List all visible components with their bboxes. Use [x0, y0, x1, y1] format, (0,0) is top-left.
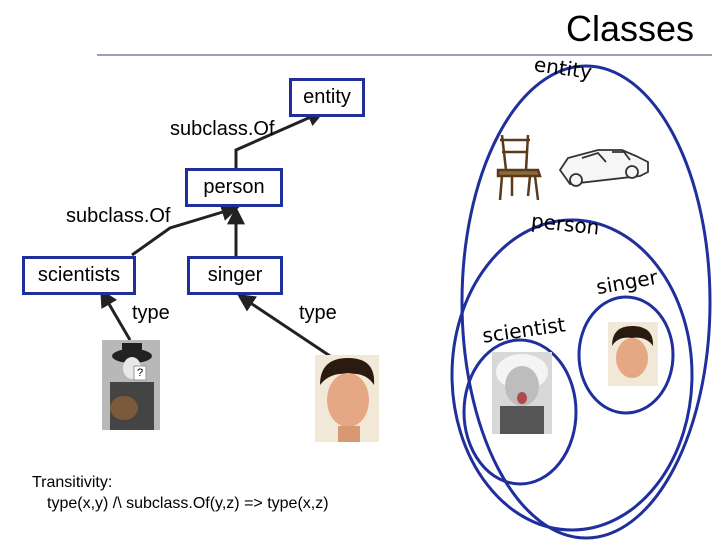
- edge-label-type-right: type: [299, 302, 337, 324]
- title-rule: [97, 54, 712, 56]
- arrow-type-right: [237, 294, 331, 358]
- ellipse-singer: [577, 295, 675, 415]
- class-box-person: person: [185, 168, 283, 207]
- class-box-entity: entity: [289, 78, 365, 117]
- arrow-person-to-entity: [234, 109, 326, 175]
- note-heading: Transitivity:: [32, 474, 113, 491]
- class-box-singer: singer: [187, 256, 283, 295]
- edge-label-type-left: type: [132, 302, 170, 324]
- edge-label-subclass-person-entity: subclass.Of: [170, 118, 275, 140]
- ellipse-person: [450, 218, 694, 532]
- guitarist-portrait: [102, 340, 160, 430]
- class-box-scientists: scientists: [22, 256, 136, 295]
- ellipse-entity: [460, 64, 712, 540]
- elvis-portrait-right: [608, 322, 658, 386]
- chair-icon: [496, 134, 542, 201]
- ellipse-scientist: [462, 338, 578, 486]
- edge-label-subclass-scientists-person: subclass.Of: [66, 205, 171, 227]
- unknown-type-mark: ?: [137, 367, 144, 379]
- note-rule: type(x,y) /\ subclass.Of(y,z) => type(x,…: [47, 495, 329, 512]
- einstein-portrait: [492, 352, 552, 434]
- arrow-scientists-to-person: [131, 203, 240, 257]
- elvis-portrait-left: [315, 355, 379, 442]
- arrow-type-left: [100, 288, 132, 341]
- transitivity-note: Transitivity: type(x,y) /\ subclass.Of(y…: [32, 472, 329, 514]
- car-icon: [558, 149, 649, 187]
- slide-title: Classes: [565, 8, 694, 49]
